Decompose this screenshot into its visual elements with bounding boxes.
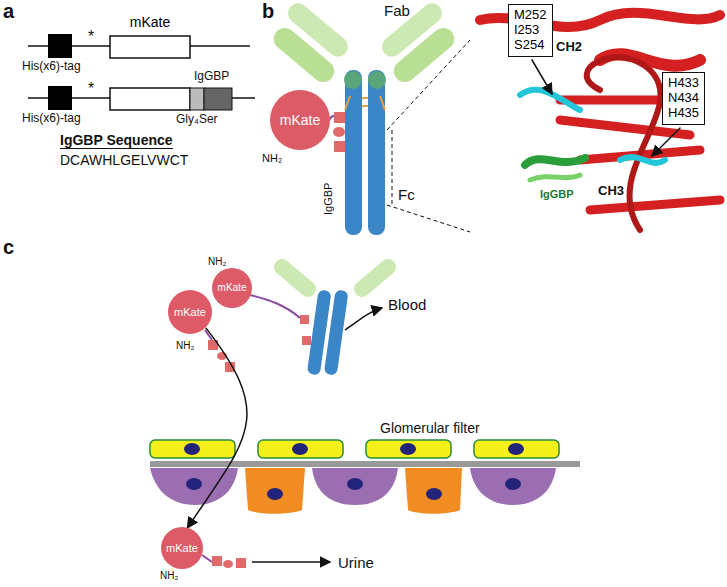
flow-arrow	[187, 328, 246, 528]
terminus-label: NH₂	[208, 256, 226, 268]
sequence-heading: IgGBP Sequence	[60, 132, 173, 149]
sequence-text: DCAWHLGELVWCT	[60, 152, 188, 168]
domain-label: CH3	[598, 184, 624, 199]
panel-letter: b	[262, 0, 274, 23]
tag-label: His(x6)-tag	[22, 60, 81, 74]
peptide-label: IgGBP	[540, 188, 574, 201]
linker-label: Gly₄Ser	[176, 113, 218, 127]
region-label: Fc	[398, 186, 415, 203]
node-text: mKate	[166, 542, 198, 555]
mkate-circle: mKate	[270, 90, 330, 150]
panel-letter: a	[3, 0, 14, 23]
residue-box: H433 N434 H435	[662, 72, 705, 125]
mkate-circle: mKate	[168, 290, 212, 334]
stop-mark: *	[88, 80, 94, 98]
peptide-label: IgGBP	[322, 183, 335, 215]
node-text: mKate	[218, 282, 247, 294]
compartment-label: Urine	[338, 554, 374, 571]
mkate-circle: mKate	[161, 527, 203, 569]
residue-box: M252 I253 S254	[508, 4, 553, 57]
domain-label: CH2	[556, 40, 582, 55]
stop-mark: *	[88, 28, 94, 46]
compartment-label: Blood	[388, 296, 426, 313]
node-text: M252 I253 S254	[514, 8, 547, 53]
protein-box-heading: mKate	[110, 14, 190, 30]
terminus-label: NH₂	[176, 340, 194, 352]
terminus-label: NH₂	[262, 152, 282, 165]
peptide-label: IgGBP	[194, 70, 229, 84]
node-text: mKate	[174, 306, 206, 319]
tag-label: His(x6)-tag	[22, 112, 81, 126]
terminus-label: NH₂	[160, 570, 178, 582]
region-label: Fab	[384, 2, 410, 19]
structure-label: Glomerular filter	[380, 420, 480, 436]
panel-letter: c	[3, 236, 14, 259]
node-text: H433 N434 H435	[668, 76, 699, 121]
node-text: mKate	[280, 112, 320, 128]
node-text: mKate	[110, 14, 190, 30]
mkate-circle: mKate	[212, 268, 252, 308]
